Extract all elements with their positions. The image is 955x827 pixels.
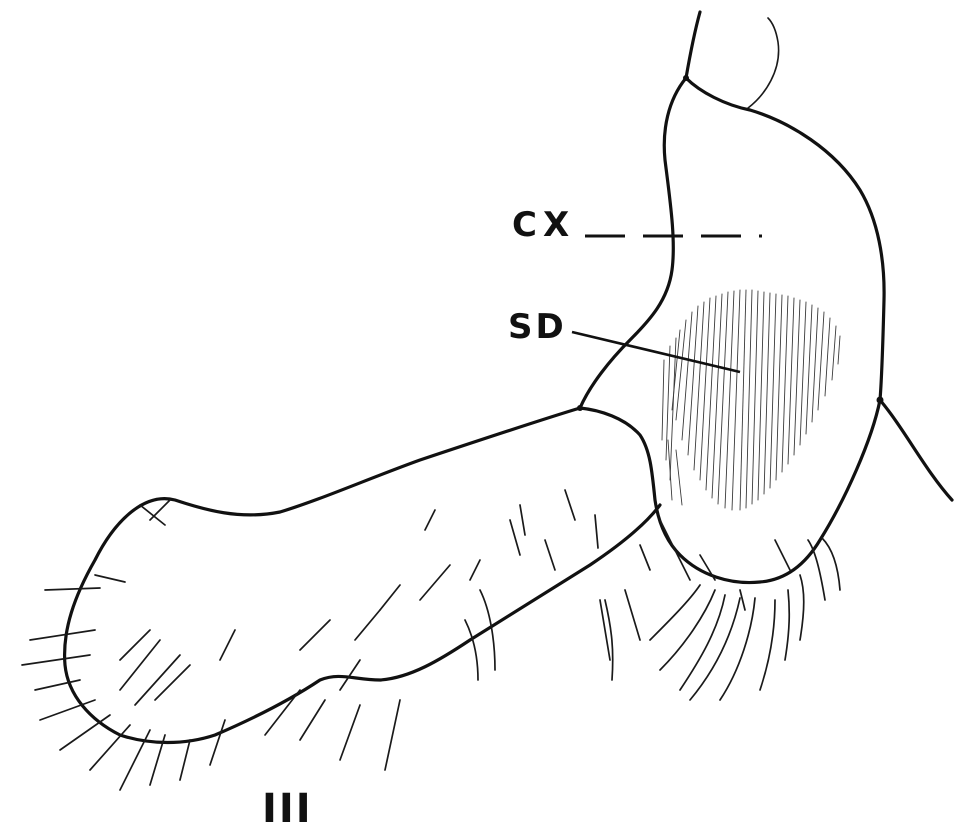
sd-callout: SD [508, 307, 740, 372]
sensory-area-hatching [662, 290, 840, 510]
figure-numeral: III [262, 786, 313, 827]
upper-segment [686, 12, 779, 108]
cx-callout: CX [512, 205, 762, 245]
femur [65, 405, 660, 743]
sd-label: SD [508, 307, 567, 347]
coxa [580, 75, 952, 583]
sd-leader-line [572, 332, 740, 372]
cx-label: CX [512, 205, 575, 245]
setae [22, 490, 840, 790]
